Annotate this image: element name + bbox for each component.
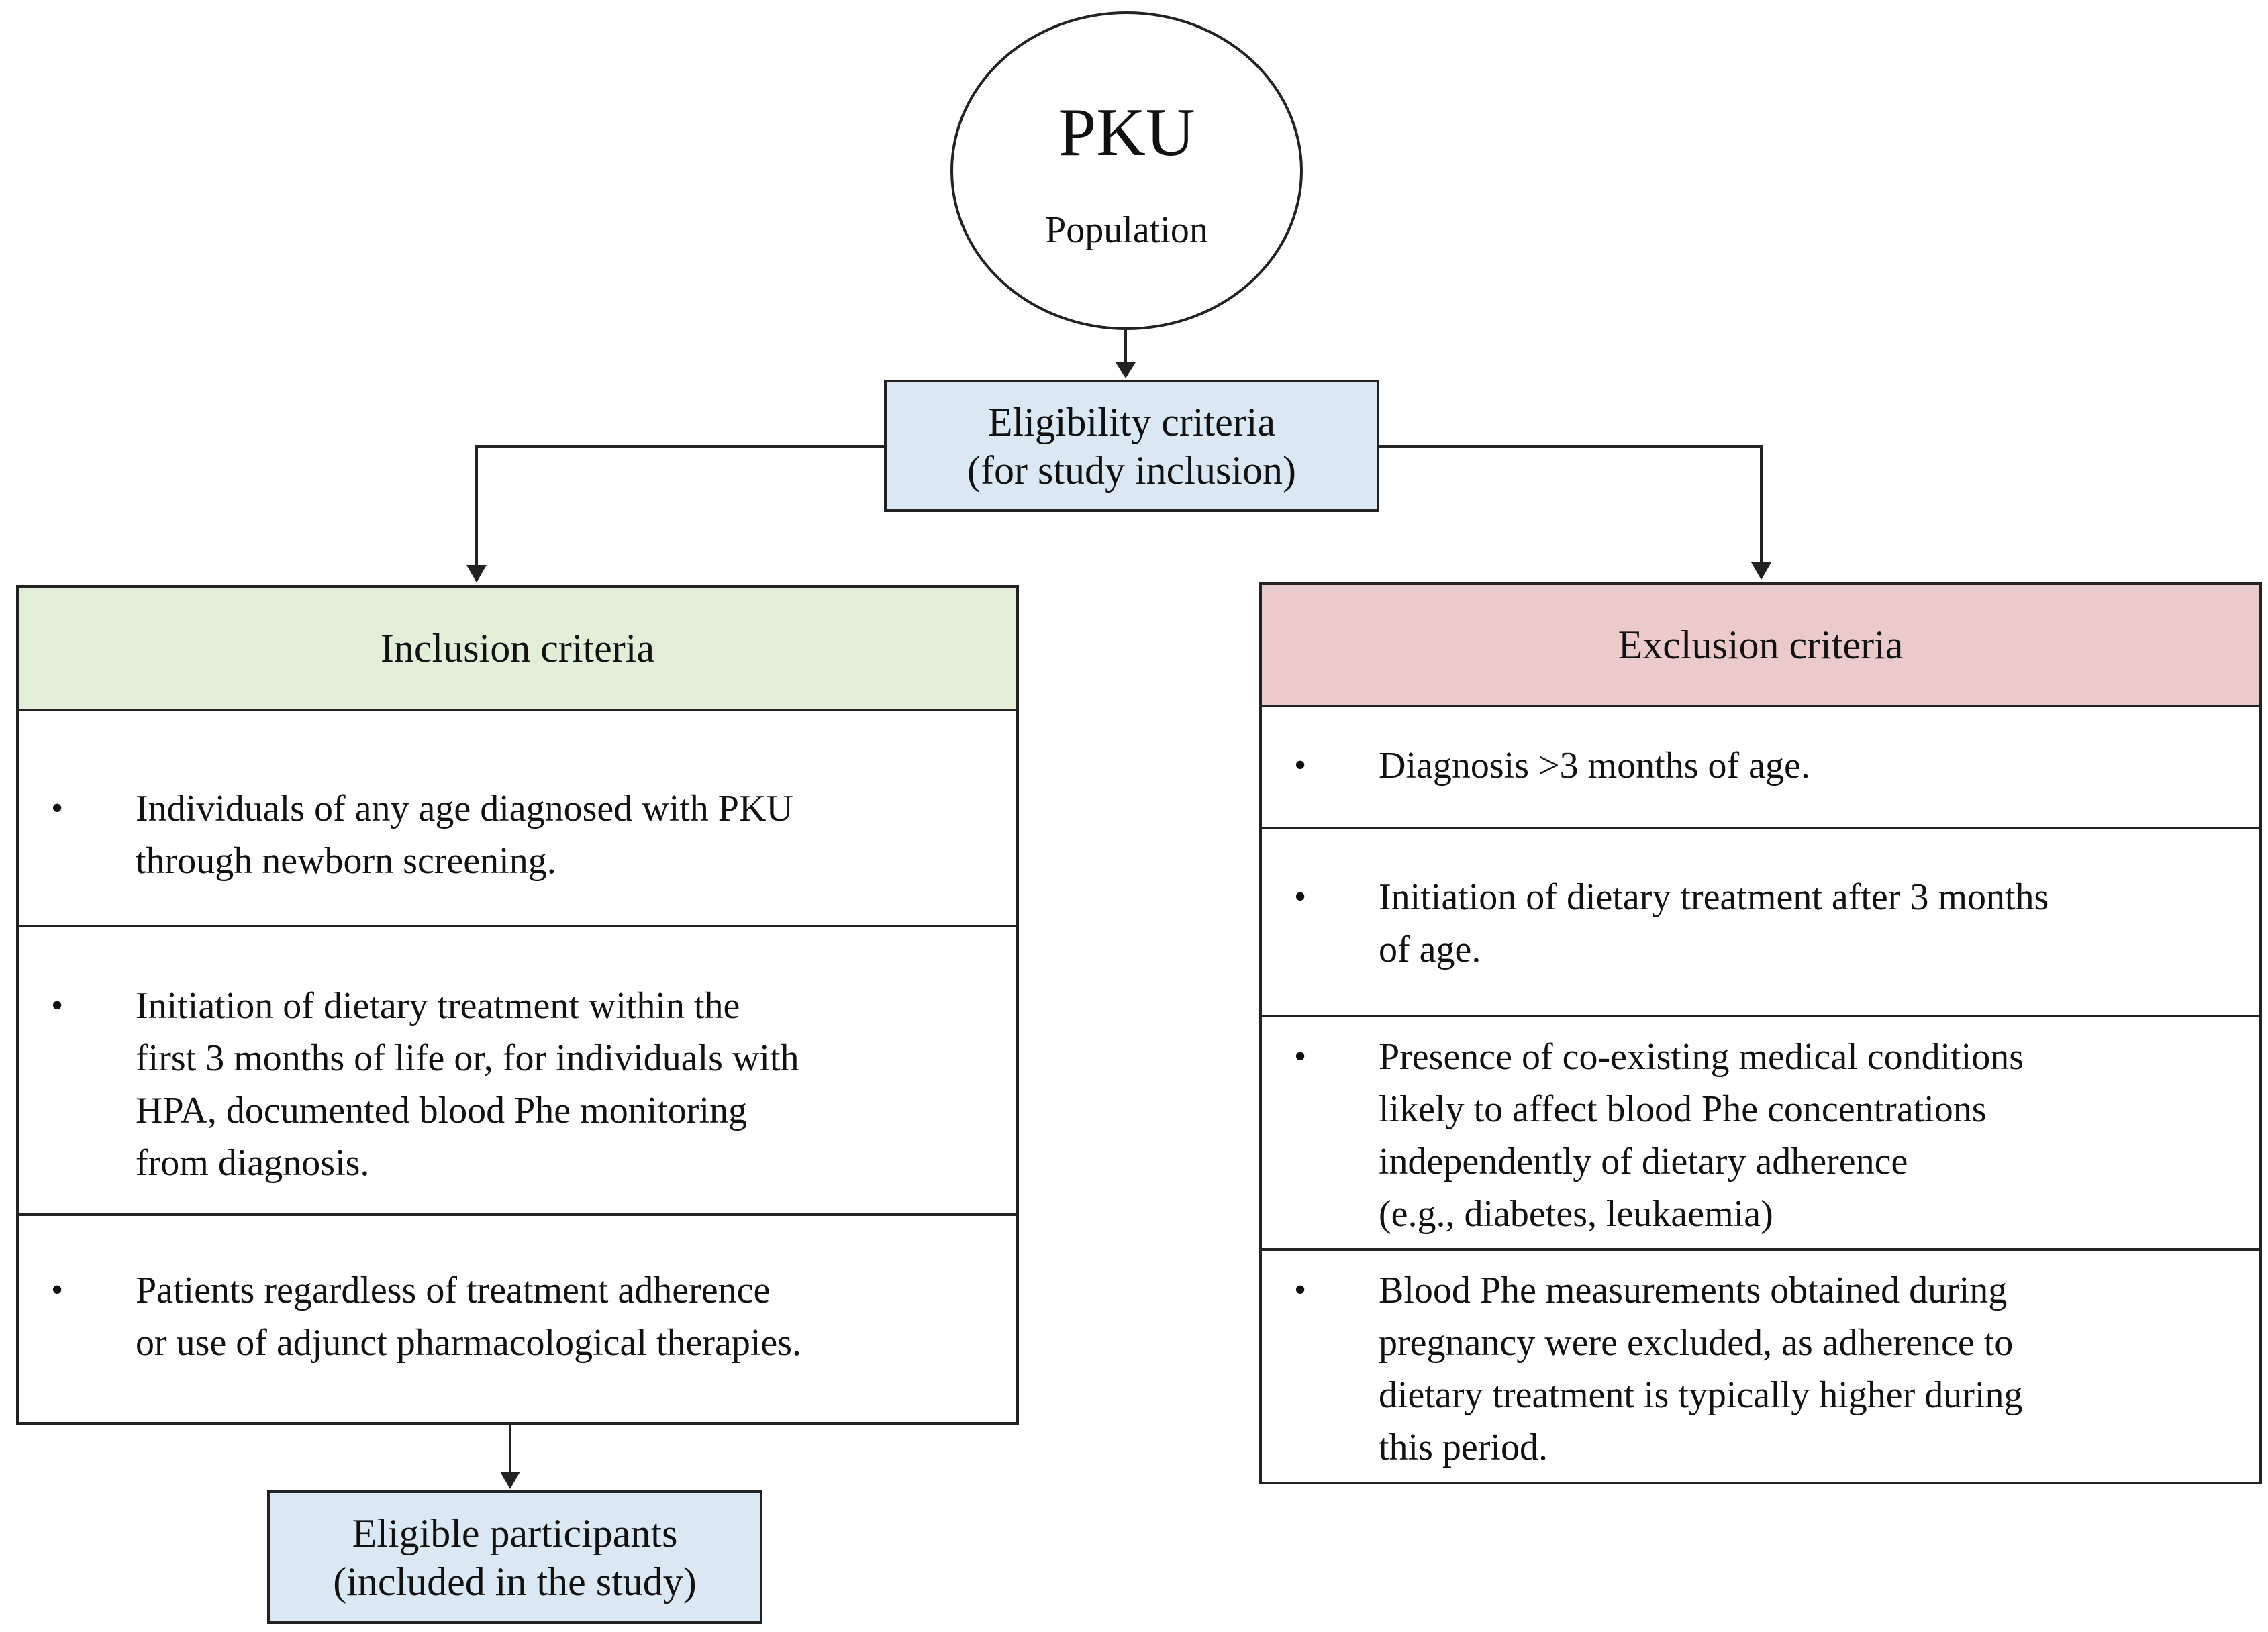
inclusion-item-text: Patients regardless of treatment adheren…: [136, 1264, 989, 1369]
exclusion-criteria-panel: Exclusion criteria • Diagnosis >3 months…: [1259, 582, 2262, 1484]
population-title: PKU: [1058, 95, 1195, 170]
inclusion-item-text: Individuals of any age diagnosed with PK…: [136, 782, 989, 887]
inclusion-item: • Patients regardless of treatment adher…: [19, 1213, 1016, 1422]
eligible-line-2: (included in the study): [333, 1559, 697, 1604]
exclusion-item: • Presence of co-existing medical condit…: [1262, 1015, 2259, 1251]
text-line: Individuals of any age diagnosed with PK…: [136, 788, 793, 829]
eligibility-line-1: Eligibility criteria: [987, 399, 1276, 444]
text-line: independently of dietary adherence: [1379, 1141, 1908, 1182]
exclusion-item-text: Initiation of dietary treatment after 3 …: [1379, 871, 2232, 976]
eligibility-line-2: (for study inclusion): [967, 448, 1296, 493]
exclusion-item-text: Diagnosis >3 months of age.: [1379, 740, 2232, 792]
text-line: pregnancy were excluded, as adherence to: [1379, 1322, 2014, 1364]
exclusion-item: • Blood Phe measurements obtained during…: [1262, 1248, 2259, 1482]
arrow-eligibility-to-exclusion: [1379, 445, 1763, 578]
text-line: this period.: [1379, 1427, 1548, 1468]
eligible-participants-box: Eligible participants (included in the s…: [267, 1490, 762, 1624]
text-line: from diagnosis.: [136, 1142, 370, 1184]
arrow-eligibility-to-inclusion: [475, 445, 884, 581]
inclusion-criteria-panel: Inclusion criteria • Individuals of any …: [16, 585, 1019, 1425]
population-subtitle: Population: [1045, 209, 1208, 251]
inclusion-item: • Initiation of dietary treatment within…: [19, 925, 1016, 1216]
text-line: Presence of co-existing medical conditio…: [1379, 1036, 2024, 1078]
text-line: or use of adjunct pharmacological therap…: [136, 1322, 802, 1364]
text-line: of age.: [1379, 929, 1481, 970]
text-line: HPA, documented blood Phe monitoring: [136, 1090, 748, 1131]
exclusion-item: • Initiation of dietary treatment after …: [1262, 827, 2259, 1017]
inclusion-item: • Individuals of any age diagnosed with …: [19, 709, 1016, 927]
text-line: first 3 months of life or, for individua…: [136, 1037, 799, 1079]
exclusion-item-text: Presence of co-existing medical conditio…: [1379, 1031, 2232, 1240]
bullet: •: [51, 789, 64, 827]
exclusion-item: • Diagnosis >3 months of age.: [1262, 705, 2259, 829]
exclusion-item-text: Blood Phe measurements obtained during p…: [1379, 1264, 2232, 1474]
eligible-line-1: Eligible participants: [352, 1511, 678, 1556]
text-line: Initiation of dietary treatment after 3 …: [1379, 876, 2049, 918]
inclusion-item-text: Initiation of dietary treatment within t…: [136, 980, 989, 1189]
bullet: •: [1294, 1271, 1307, 1309]
text-line: Patients regardless of treatment adheren…: [136, 1270, 771, 1311]
text-line: (e.g., diabetes, leukaemia): [1379, 1193, 1773, 1235]
text-line: Blood Phe measurements obtained during: [1379, 1270, 2008, 1311]
bullet: •: [1294, 1037, 1307, 1076]
text-line: dietary treatment is typically higher du…: [1379, 1374, 2023, 1416]
text-line: likely to affect blood Phe concentration…: [1379, 1088, 1987, 1130]
text-line: through newborn screening.: [136, 840, 556, 882]
bullet: •: [1294, 746, 1307, 784]
exclusion-heading: Exclusion criteria: [1262, 585, 2259, 707]
population-circle: PKU Population: [950, 11, 1303, 330]
inclusion-heading: Inclusion criteria: [19, 588, 1016, 711]
bullet: •: [1294, 878, 1307, 916]
bullet: •: [51, 1271, 64, 1309]
text-line: Diagnosis >3 months of age.: [1379, 745, 1810, 786]
text-line: Initiation of dietary treatment within t…: [136, 985, 740, 1027]
bullet: •: [51, 986, 64, 1025]
eligibility-criteria-box: Eligibility criteria (for study inclusio…: [884, 380, 1379, 512]
